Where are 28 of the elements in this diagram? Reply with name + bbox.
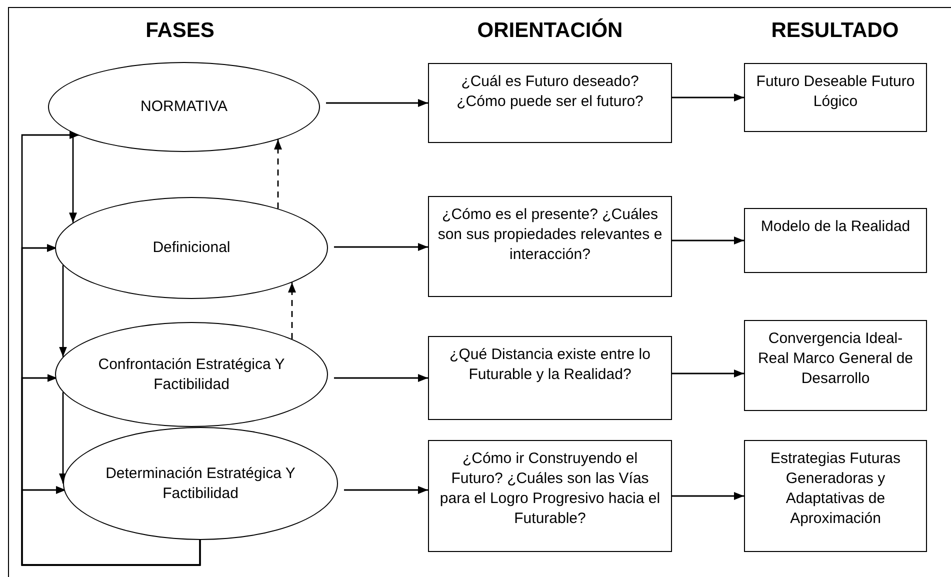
text-box: Futuro Deseable Futuro Lógico — [744, 63, 927, 132]
arrow — [344, 486, 428, 494]
column-heading: ORIENTACIÓN — [460, 16, 640, 46]
dashed-arrow — [288, 282, 296, 339]
text-box: ¿Cuál es Futuro deseado? ¿Cómo puede ser el futuro? — [428, 63, 672, 143]
text-box: ¿Cómo ir Construyendo el Futuro? ¿Cuáles son las Vías para el Logro Progresivo hacia el Futurable? — [428, 440, 672, 552]
text-box: ¿Cómo es el presente? ¿Cuáles son sus propiedades relevantes e interacción? — [428, 196, 672, 297]
phase-ellipse: NORMATIVA — [48, 62, 320, 152]
arrow — [672, 236, 744, 244]
column-heading: RESULTADO — [750, 16, 920, 46]
arrow — [672, 370, 744, 378]
text-box: Convergencia Ideal-Real Marco General de Desarrollo — [744, 320, 927, 411]
arrow — [672, 94, 744, 102]
dashed-arrow — [274, 140, 282, 209]
text-box: ¿Qué Distancia existe entre lo Futurable y la Realidad? — [428, 336, 672, 420]
arrow — [326, 99, 428, 107]
arrow — [672, 492, 744, 500]
arrow — [21, 486, 201, 566]
arrow — [334, 374, 428, 382]
phase-ellipse: Definicional — [55, 197, 328, 299]
phase-ellipse: Determinación Estratégica Y Factibilidad — [63, 427, 338, 540]
text-box: Modelo de la Realidad — [744, 208, 927, 273]
phase-ellipse: Confrontación Estratégica Y Factibilidad — [55, 322, 328, 427]
arrow — [59, 265, 67, 357]
text-box: Estrategias Futuras Generadoras y Adaptativas de Aproximación — [744, 440, 927, 552]
column-heading: FASES — [110, 16, 250, 46]
arrow — [334, 243, 428, 251]
arrow — [59, 392, 67, 484]
